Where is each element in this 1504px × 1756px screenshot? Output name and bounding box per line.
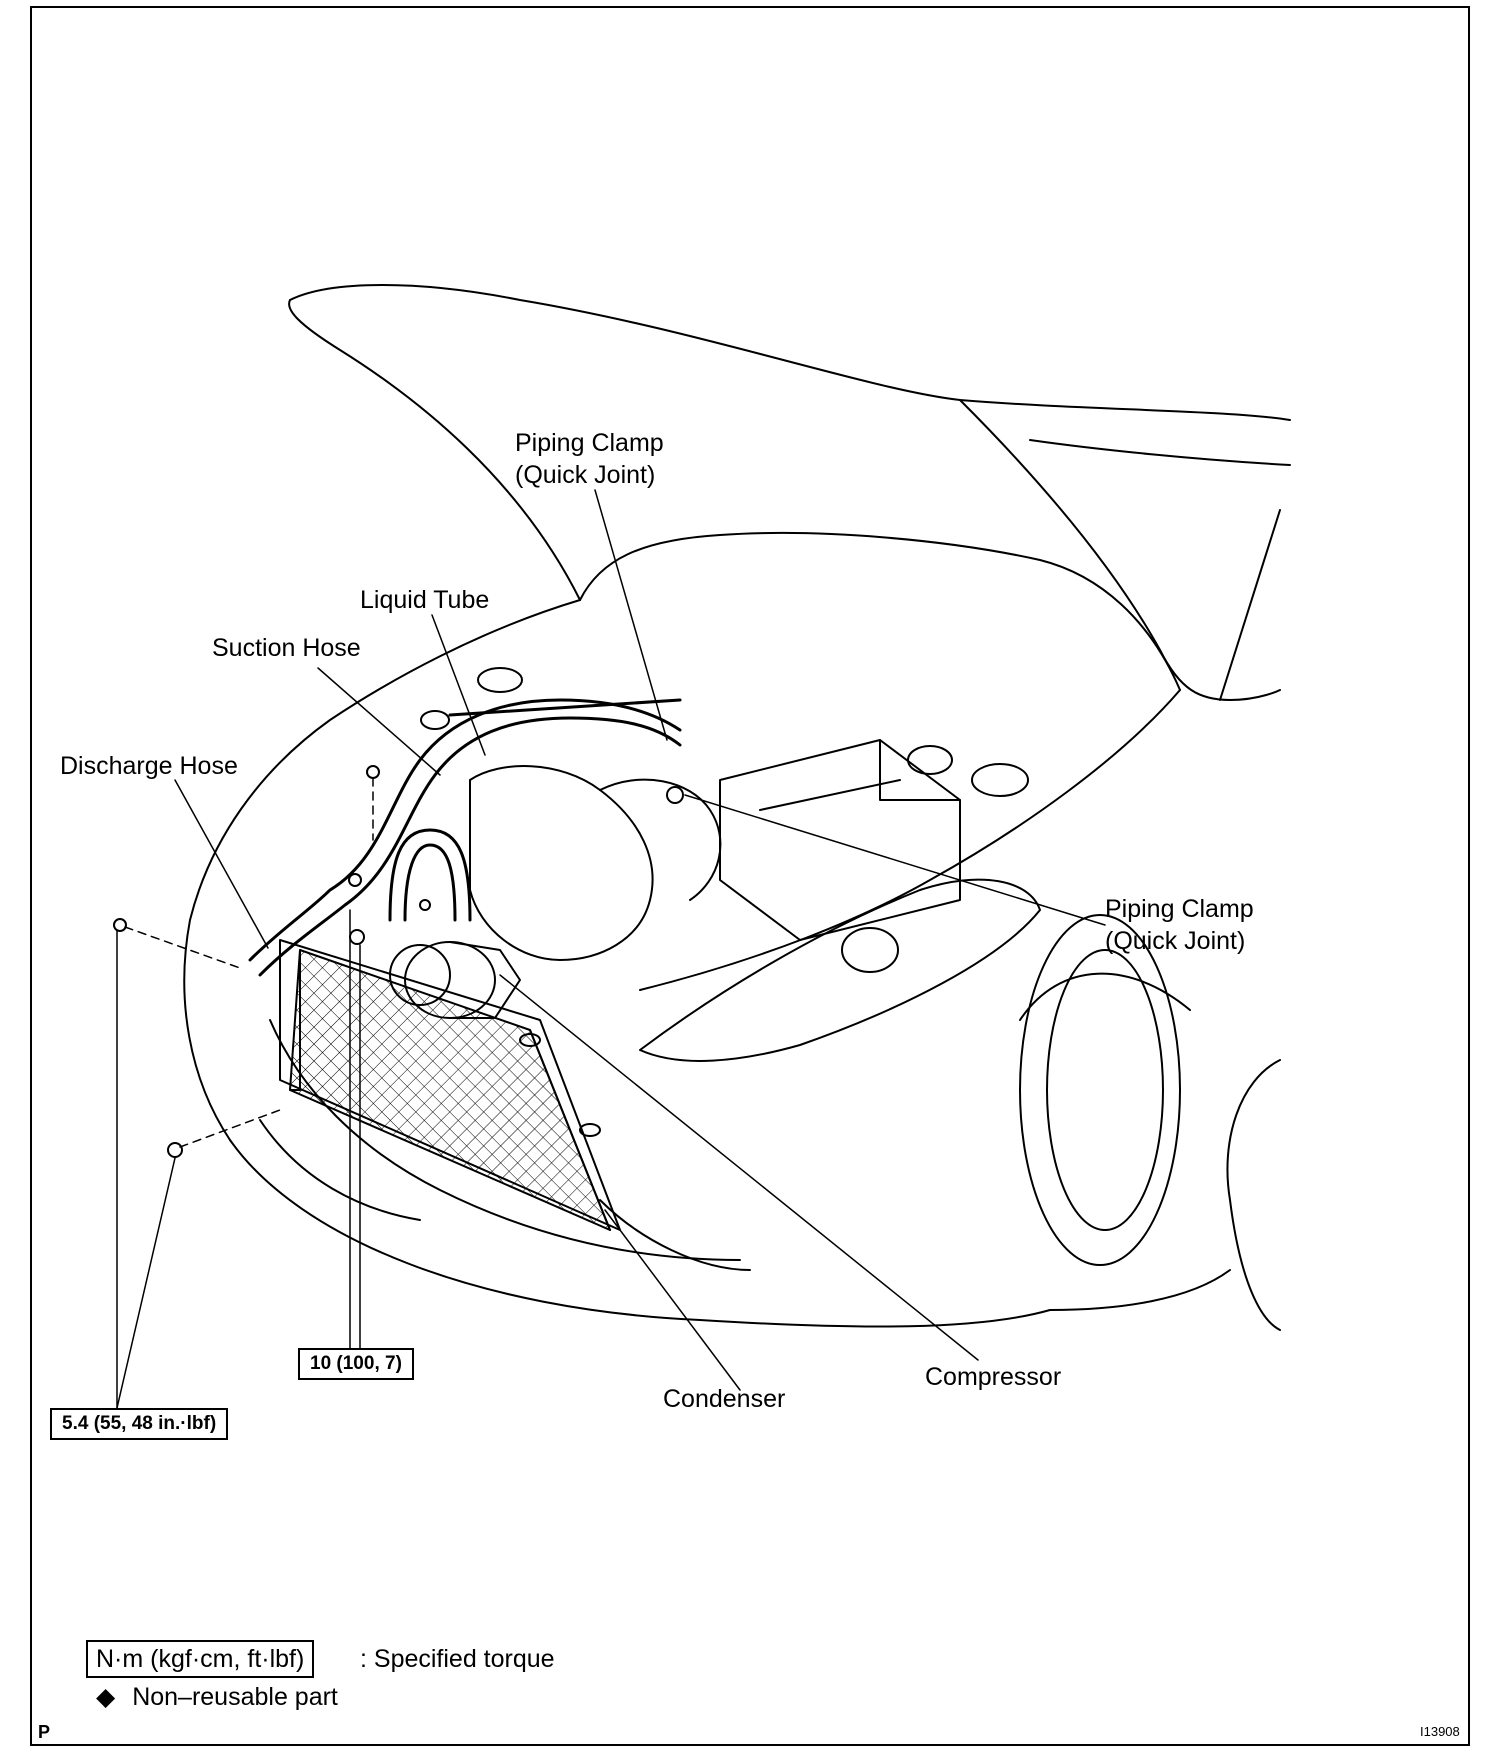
front-wheel bbox=[1019, 914, 1191, 1266]
torque-box-center: 10 (100, 7) bbox=[298, 1348, 414, 1380]
label-line: Piping Clamp bbox=[1105, 895, 1254, 923]
legend-nonreusable: ◆ Non–reusable part bbox=[96, 1680, 338, 1714]
compressor-body bbox=[389, 941, 521, 1019]
label-condenser: Condenser bbox=[663, 1385, 786, 1413]
legend-torque-unit: N·m (kgf·cm, ft·lbf) bbox=[86, 1640, 315, 1678]
diamond-icon: ◆ bbox=[96, 1683, 116, 1711]
torque-box-left: 5.4 (55, 48 in.·lbf) bbox=[50, 1408, 229, 1440]
label-compressor: Compressor bbox=[925, 1363, 1062, 1391]
label-discharge-hose: Discharge Hose bbox=[60, 752, 238, 780]
corner-letter: P bbox=[38, 1722, 51, 1742]
engine-block bbox=[420, 667, 1029, 961]
refrigerant-lines bbox=[248, 698, 682, 977]
headlight bbox=[639, 878, 1041, 1062]
label-line: Piping Clamp bbox=[515, 429, 664, 457]
condenser bbox=[279, 939, 621, 1231]
bolt-markers bbox=[113, 765, 684, 1158]
diagram-frame bbox=[30, 6, 1470, 1746]
label-line: (Quick Joint) bbox=[515, 461, 656, 489]
bolt-dashed-lines bbox=[124, 777, 374, 1148]
label-piping-clamp-right: Piping Clamp (Quick Joint) bbox=[1105, 893, 1254, 957]
figure-id: I13908 bbox=[1420, 1724, 1460, 1739]
label-piping-clamp-top: Piping Clamp (Quick Joint) bbox=[515, 427, 664, 491]
legend-nonreusable-desc: Non–reusable part bbox=[132, 1683, 338, 1711]
label-suction-hose: Suction Hose bbox=[212, 634, 361, 662]
label-liquid-tube: Liquid Tube bbox=[360, 586, 490, 614]
label-line: (Quick Joint) bbox=[1105, 927, 1246, 955]
car-body-outline bbox=[183, 532, 1281, 1331]
leader-lines bbox=[116, 489, 1106, 1409]
hood-outline bbox=[288, 284, 1291, 701]
legend-torque-desc: : Specified torque bbox=[360, 1645, 555, 1673]
